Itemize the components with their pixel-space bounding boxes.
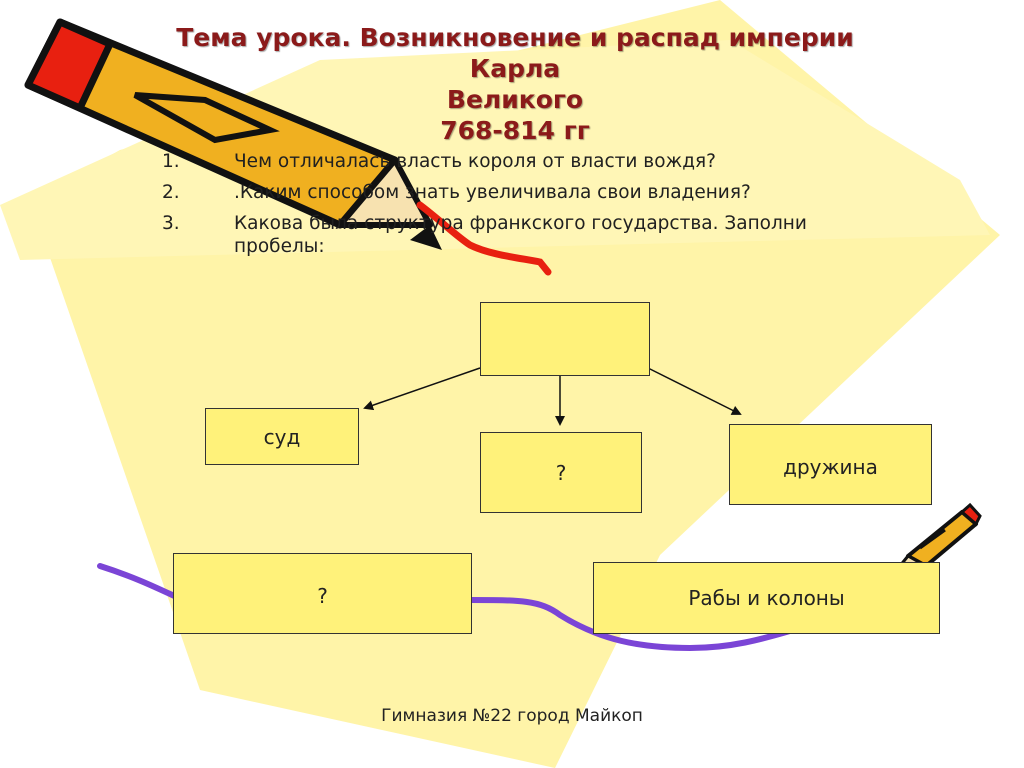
- title-line: Великого: [446, 85, 584, 114]
- background-shape-back: [0, 40, 990, 260]
- question-text: Чем отличалась власть короля от власти в…: [234, 151, 716, 172]
- arrow-left: [363, 367, 481, 411]
- question-list: 1. Чем отличалась власть короля от власт…: [162, 150, 902, 266]
- footer-text: Гимназия №22 город Майкоп: [381, 706, 643, 726]
- diagram-box-bottom-question: ?: [173, 553, 472, 634]
- title-line: Тема урока. Возникновение и распад импер…: [176, 23, 854, 83]
- slide-title: Тема урока. Возникновение и распад импер…: [130, 22, 900, 146]
- title-line: 768-814 гг: [440, 116, 590, 145]
- arrow-right: [647, 367, 742, 415]
- question-number: 3.: [162, 213, 180, 234]
- question-item: 1. Чем отличалась власть короля от власт…: [162, 150, 902, 173]
- question-item: 2. .Каким способом знать увеличивала сво…: [162, 181, 902, 204]
- diagram-box-court: суд: [205, 408, 359, 465]
- diagram-box-middle-question: ?: [480, 432, 642, 513]
- question-item: 3. Какова была структура франкского госу…: [162, 212, 902, 258]
- diagram-box-slaves: Рабы и колоны: [593, 562, 940, 634]
- pencil-large-icon: [24, 18, 552, 276]
- question-text: Какова была структура франкского государ…: [234, 213, 807, 257]
- question-number: 1.: [162, 151, 180, 172]
- question-number: 2.: [162, 182, 180, 203]
- question-text: .Каким способом знать увеличивала свои в…: [234, 182, 751, 203]
- diagram-top-box: [480, 302, 650, 376]
- diagram-box-retinue: дружина: [729, 424, 932, 505]
